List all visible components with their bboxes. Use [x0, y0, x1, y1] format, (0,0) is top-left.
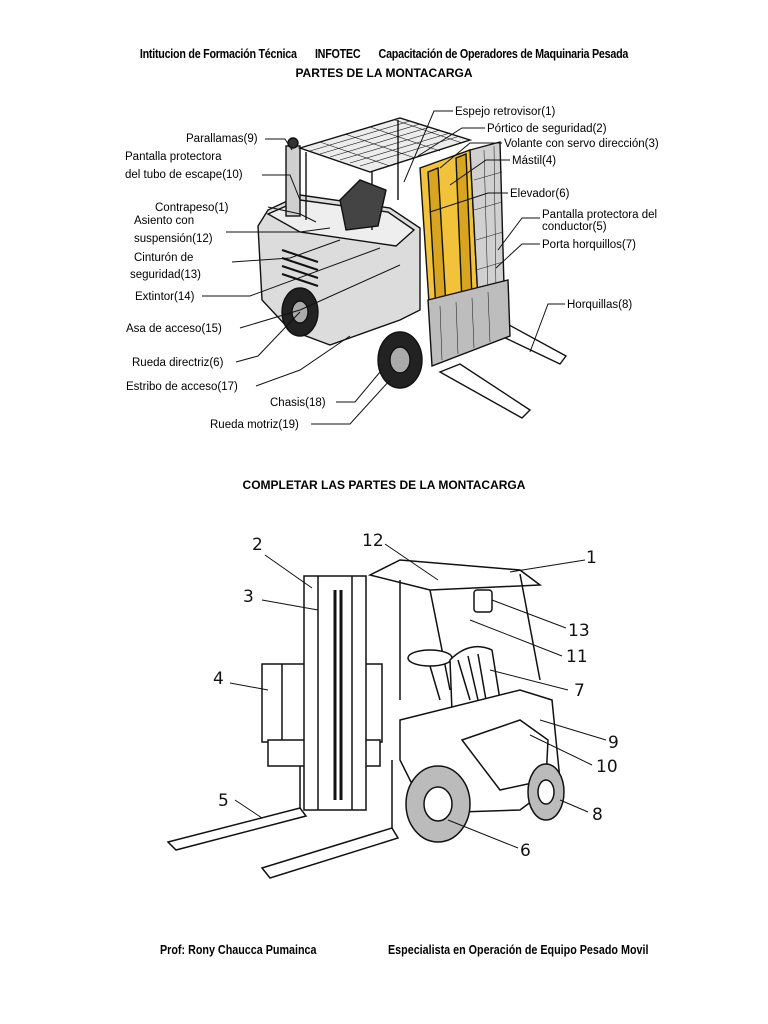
number-10: 10	[596, 757, 618, 777]
label-asiento-2: suspensión(12)	[134, 233, 213, 245]
fork-carriage	[427, 279, 511, 367]
footer-role: Especialista en Operación de Equipo Pesa…	[388, 943, 649, 957]
label-elevador: Elevador(6)	[510, 188, 570, 200]
label-horquillas: Horquillas(8)	[567, 299, 632, 311]
label-pantalla-conductor-2: conductor(5)	[542, 221, 607, 233]
forklift-labeled-diagram: Espejo retrovisor(1) Pórtico de segurida…	[125, 106, 659, 431]
header-course: Capacitación de Operadores de Maquinaria…	[378, 47, 629, 61]
header-brand: INFOTEC	[314, 47, 361, 61]
overhead-guard	[367, 559, 543, 591]
exhaust-pipe	[285, 145, 301, 217]
number-8: 8	[592, 805, 603, 825]
number-3: 3	[243, 587, 254, 607]
label-estribo-acceso: Estribo de acceso(17)	[126, 381, 238, 393]
fork-left	[166, 807, 308, 851]
label-portico-seguridad: Pórtico de seguridad(2)	[487, 123, 607, 135]
number-1: 1	[586, 548, 597, 568]
label-volante: Volante con servo dirección(3)	[504, 138, 659, 150]
section-title-complete: COMPLETAR LAS PARTES DE LA MONTACARGA	[242, 478, 526, 492]
label-chasis: Chasis(18)	[270, 397, 326, 409]
forklift-numbered-diagram: 2 3 4 5 12 1 13 11 7 9 10 8 6	[166, 531, 619, 879]
footer-professor: Prof: Rony Chaucca Pumainca	[160, 943, 317, 957]
label-rueda-motriz: Rueda motriz(19)	[210, 419, 299, 431]
fork-right	[260, 827, 400, 879]
number-4: 4	[213, 669, 224, 689]
seat	[339, 179, 387, 231]
number-13: 13	[568, 621, 590, 641]
label-pantalla-escape-1: Pantalla protectora	[125, 151, 222, 163]
label-asa-acceso: Asa de acceso(15)	[126, 323, 222, 335]
vent-slots	[281, 249, 319, 287]
number-9: 9	[608, 733, 619, 753]
label-contrapeso: Contrapeso(1)	[155, 202, 229, 214]
number-6: 6	[520, 841, 531, 861]
label-asiento-1: Asiento con	[134, 215, 194, 227]
label-cinturon-2: seguridad(13)	[130, 269, 201, 281]
label-espejo-retrovisor: Espejo retrovisor(1)	[455, 106, 556, 118]
fork-left	[438, 363, 532, 419]
label-extintor: Extintor(14)	[135, 291, 195, 303]
page-header: Intitucion de Formación Técnica INFOTEC …	[54, 47, 714, 61]
number-5: 5	[218, 791, 229, 811]
steering-wheel	[407, 649, 453, 667]
mirror	[473, 589, 493, 613]
label-mastil: Mástil(4)	[512, 155, 556, 167]
number-2: 2	[252, 535, 263, 555]
number-12: 12	[362, 531, 384, 551]
label-cinturon-1: Cinturón de	[134, 252, 193, 264]
overhead-guard	[297, 117, 473, 173]
section-title-parts: PARTES DE LA MONTACARGA	[295, 66, 473, 80]
number-11: 11	[566, 647, 588, 667]
label-parallamas: Parallamas(9)	[186, 133, 258, 145]
seat	[449, 645, 501, 713]
number-7: 7	[574, 681, 585, 701]
header-institution: Intitucion de Formación Técnica	[139, 47, 297, 61]
label-rueda-directriz: Rueda directriz(6)	[132, 357, 224, 369]
label-porta-horquillos: Porta horquillos(7)	[542, 239, 636, 251]
label-pantalla-conductor-1: Pantalla protectora del	[542, 209, 657, 221]
label-pantalla-escape-2: del tubo de escape(10)	[125, 169, 243, 181]
